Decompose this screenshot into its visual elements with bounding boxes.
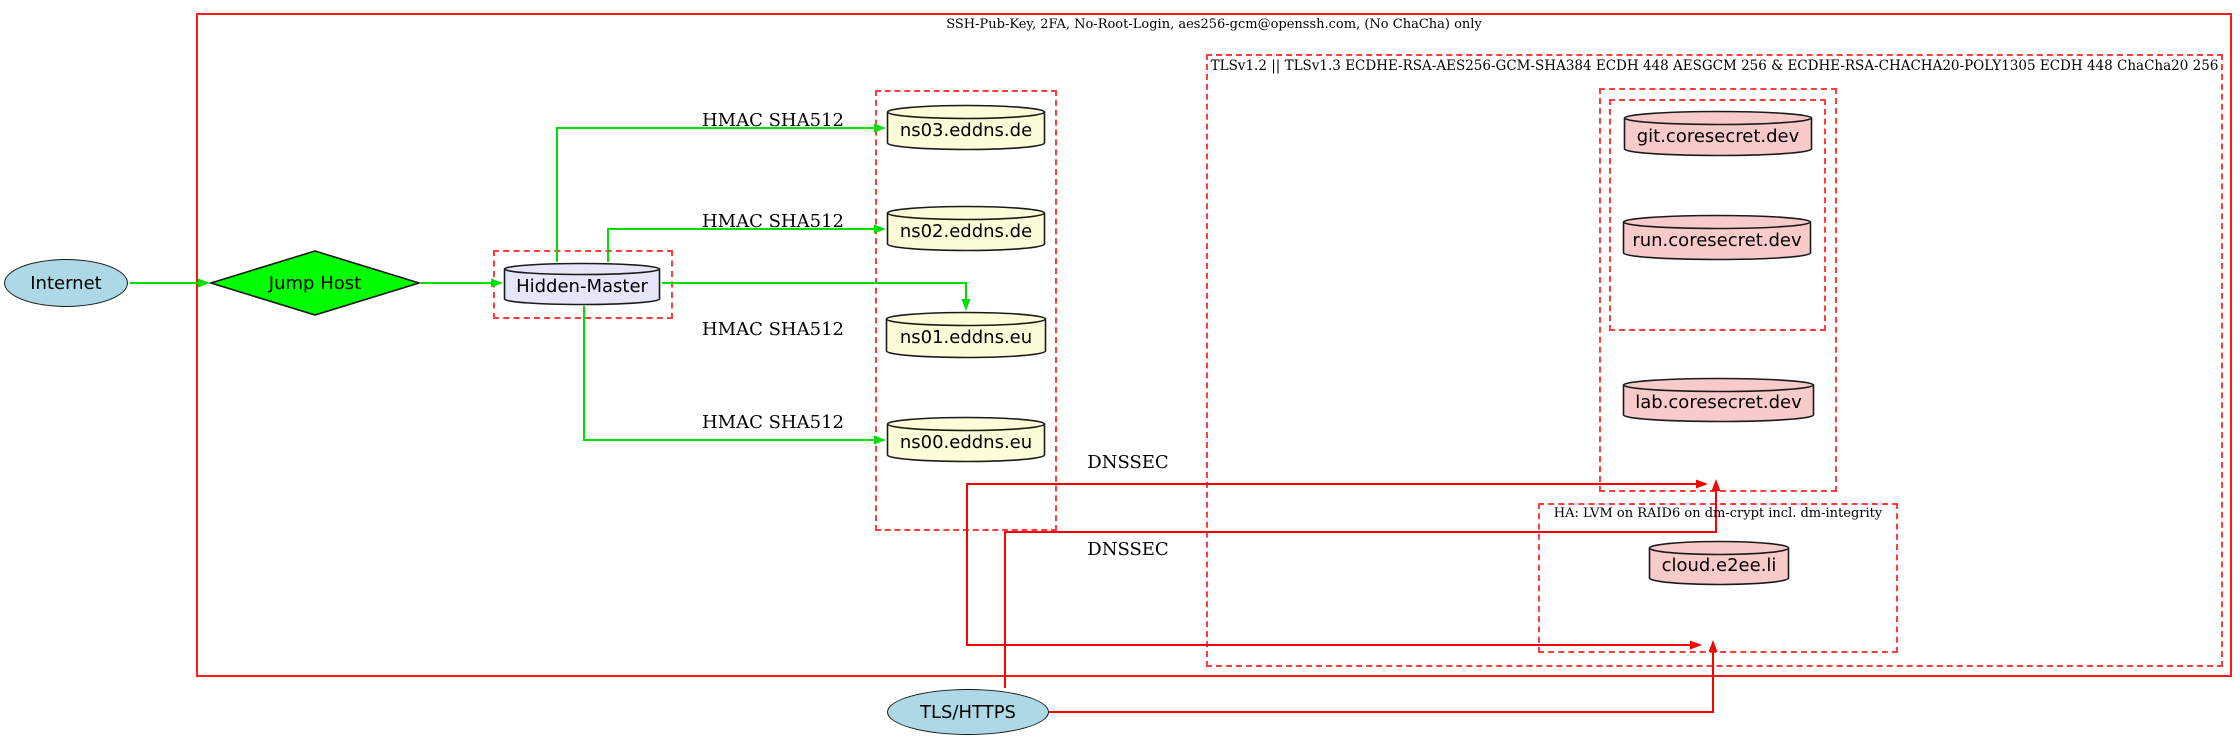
edge-dnssec-to-ha bbox=[966, 483, 1702, 650]
node-lab-coresecret: lab.coresecret.dev bbox=[1622, 377, 1815, 424]
edge-tls-to-ha bbox=[1048, 640, 1718, 713]
cylinder-shape-icon bbox=[1622, 214, 1812, 261]
edge-tls-to-coresecret bbox=[1004, 479, 1721, 688]
cylinder-shape-icon bbox=[1648, 540, 1790, 586]
edge-hiddenmaster-to-ns03 bbox=[556, 123, 886, 262]
cylinder-shape-icon bbox=[503, 262, 661, 306]
cluster-ssh-box bbox=[196, 13, 2232, 677]
node-internet: Internet bbox=[4, 259, 128, 307]
edge-label-hmac-ns00: HMAC SHA512 bbox=[701, 412, 844, 433]
node-tls-https-label: TLS/HTTPS bbox=[919, 701, 1016, 723]
node-ns02: ns02.eddns.de bbox=[886, 205, 1046, 253]
cylinder-shape-icon bbox=[886, 104, 1046, 151]
cluster-coresecret-inner-box bbox=[1609, 99, 1826, 331]
node-ns01-label: ns01.eddns.eu bbox=[899, 327, 1033, 348]
edge-hiddenmaster-to-ns02 bbox=[607, 224, 886, 262]
cylinder-shape-icon bbox=[1622, 377, 1815, 423]
node-run-coresecret: run.coresecret.dev bbox=[1622, 214, 1812, 262]
cluster-tls-box bbox=[1206, 54, 2223, 667]
edge-label-hmac-ns03: HMAC SHA512 bbox=[701, 110, 844, 131]
node-jump-host-label: Jump Host bbox=[268, 273, 362, 294]
node-cloud-label: cloud.e2ee.li bbox=[1661, 555, 1777, 576]
node-git-coresecret: git.coresecret.dev bbox=[1623, 110, 1813, 158]
cylinder-shape-icon bbox=[886, 205, 1046, 252]
node-hidden-master-label: Hidden-Master bbox=[516, 276, 648, 297]
edge-label-dnssec-2: DNSSEC bbox=[1087, 539, 1169, 560]
cluster-ha-label: HA: LVM on RAID6 on dm-crypt incl. dm-in… bbox=[1553, 506, 1883, 521]
cylinder-shape-icon bbox=[1623, 110, 1813, 157]
node-run-label: run.coresecret.dev bbox=[1632, 230, 1802, 251]
node-cloud-e2ee: cloud.e2ee.li bbox=[1648, 540, 1790, 587]
cylinder-shape-icon bbox=[885, 311, 1047, 359]
edge-hiddenmaster-to-ns00 bbox=[583, 306, 886, 445]
cluster-ssh-label: SSH-Pub-Key, 2FA, No-Root-Login, aes256-… bbox=[946, 17, 1482, 32]
edge-hiddenmaster-to-ns01 bbox=[662, 282, 971, 311]
node-tls-https: TLS/HTTPS bbox=[887, 689, 1049, 735]
edge-label-dnssec-1: DNSSEC bbox=[1087, 452, 1169, 473]
cluster-coresecret-outer-box bbox=[1599, 88, 1837, 492]
edge-label-hmac-ns01: HMAC SHA512 bbox=[701, 319, 844, 340]
node-ns02-label: ns02.eddns.de bbox=[899, 221, 1033, 242]
node-ns00-label: ns00.eddns.eu bbox=[899, 432, 1033, 453]
node-ns01: ns01.eddns.eu bbox=[885, 311, 1047, 360]
node-git-label: git.coresecret.dev bbox=[1636, 126, 1800, 147]
cluster-ha-box bbox=[1538, 503, 1898, 653]
node-ns00: ns00.eddns.eu bbox=[886, 416, 1046, 464]
node-ns03: ns03.eddns.de bbox=[886, 104, 1046, 152]
node-hidden-master: Hidden-Master bbox=[503, 262, 661, 306]
edge-label-hmac-ns02: HMAC SHA512 bbox=[701, 211, 844, 232]
node-jump-host: Jump Host bbox=[209, 249, 421, 317]
cluster-tls-label: TLSv1.2 || TLSv1.3 ECDHE-RSA-AES256-GCM-… bbox=[1210, 58, 2219, 74]
cylinder-shape-icon bbox=[886, 416, 1046, 463]
node-ns03-label: ns03.eddns.de bbox=[899, 120, 1033, 141]
node-lab-label: lab.coresecret.dev bbox=[1635, 392, 1802, 413]
diamond-shape-icon bbox=[209, 250, 421, 316]
node-internet-label: Internet bbox=[30, 272, 102, 294]
